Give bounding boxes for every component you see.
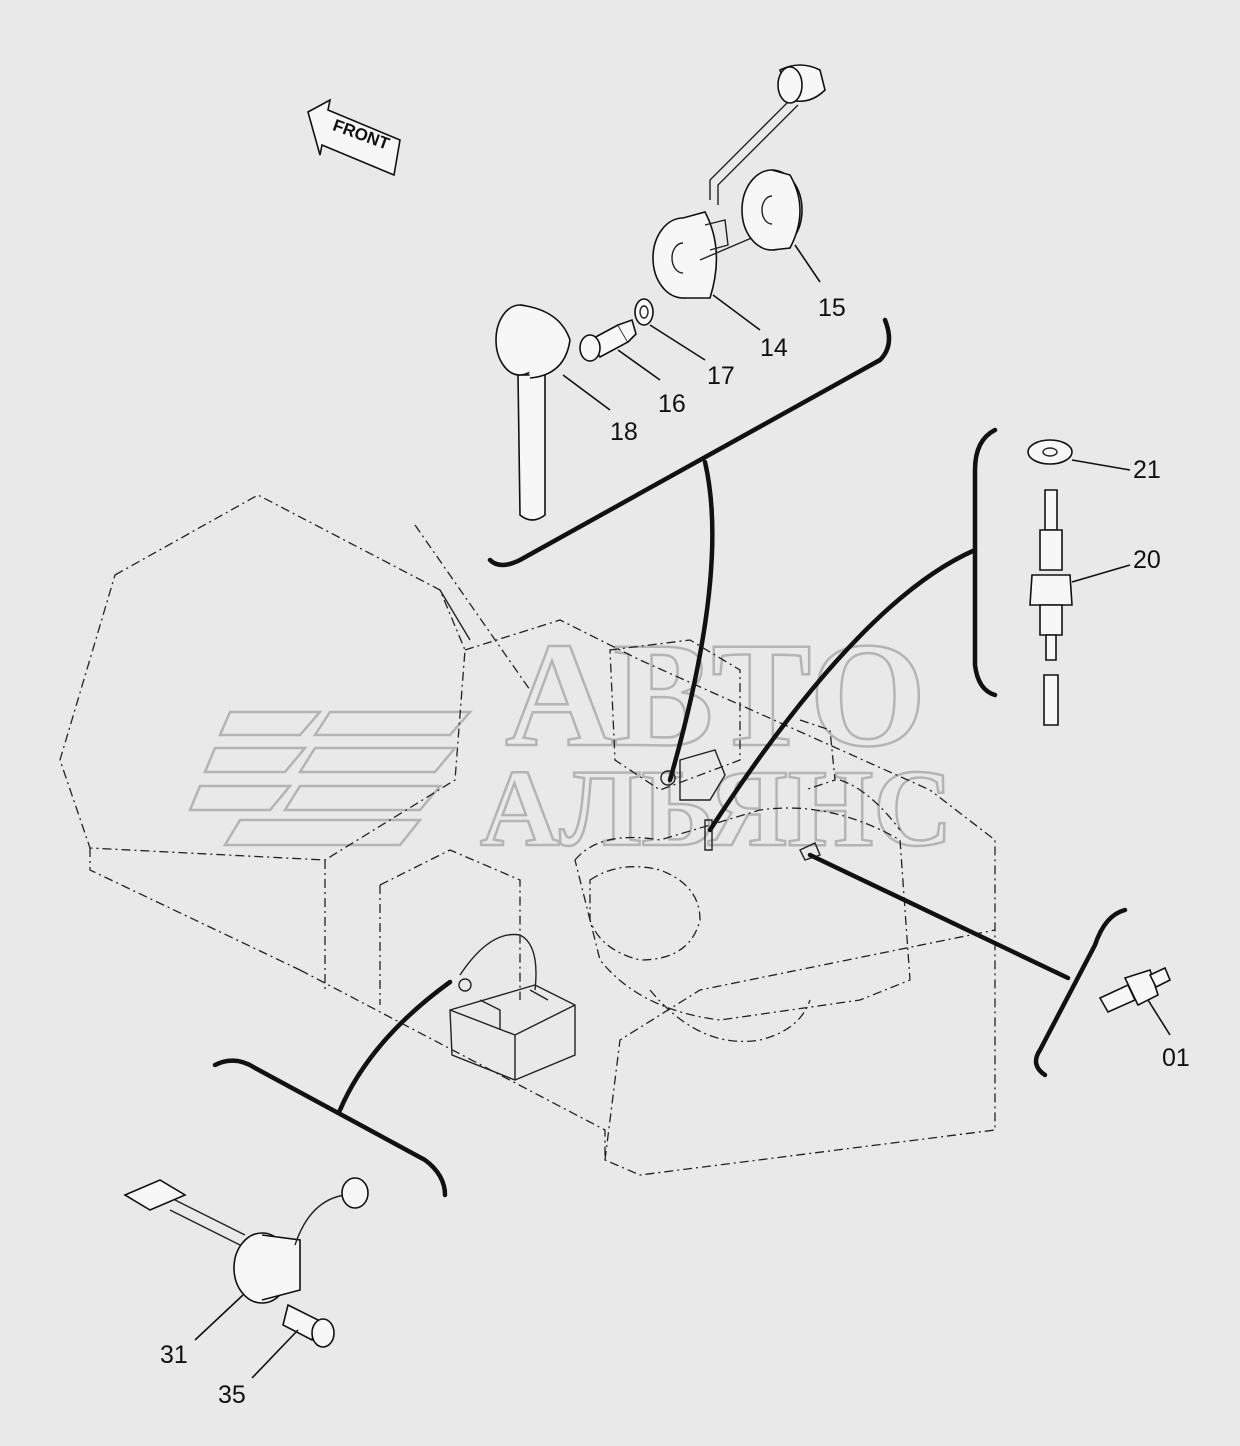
callout-01: 01 [1162, 1044, 1190, 1072]
part-14-flange-lever [652, 64, 826, 299]
part-17-washer [634, 298, 654, 326]
part-31-sensor-cable [123, 1177, 369, 1304]
battery-unit [449, 933, 576, 1081]
callout-18: 18 [610, 418, 638, 446]
engine-mounted-parts [660, 749, 821, 861]
part-20-sensor [1029, 489, 1073, 726]
group-brackets [212, 317, 1128, 1198]
part-16-screw [579, 318, 637, 362]
callout-labels: 18 16 17 14 15 21 20 01 31 35 [160, 294, 1190, 1409]
callout-leader-lines [194, 244, 1171, 1379]
part-15-flange [741, 169, 803, 251]
part-18-knob-handle [495, 304, 571, 521]
callout-20: 20 [1133, 546, 1161, 574]
part-35-bolt [282, 1303, 335, 1348]
part-01-switch [1098, 966, 1172, 1014]
front-direction-arrow: FRONT [307, 98, 401, 177]
callout-31: 31 [160, 1341, 188, 1369]
watermark-logo: АВТО АЛЬЯНС [188, 611, 954, 870]
callout-17: 17 [707, 362, 735, 390]
callout-16: 16 [658, 390, 686, 418]
callout-14: 14 [760, 334, 788, 362]
part-21-washer [1027, 439, 1073, 465]
watermark-stripes-emblem [188, 710, 473, 847]
callout-21: 21 [1133, 456, 1161, 484]
callout-35: 35 [218, 1381, 246, 1409]
callout-15: 15 [818, 294, 846, 322]
watermark-text-line2: АЛЬЯНС [480, 747, 953, 869]
